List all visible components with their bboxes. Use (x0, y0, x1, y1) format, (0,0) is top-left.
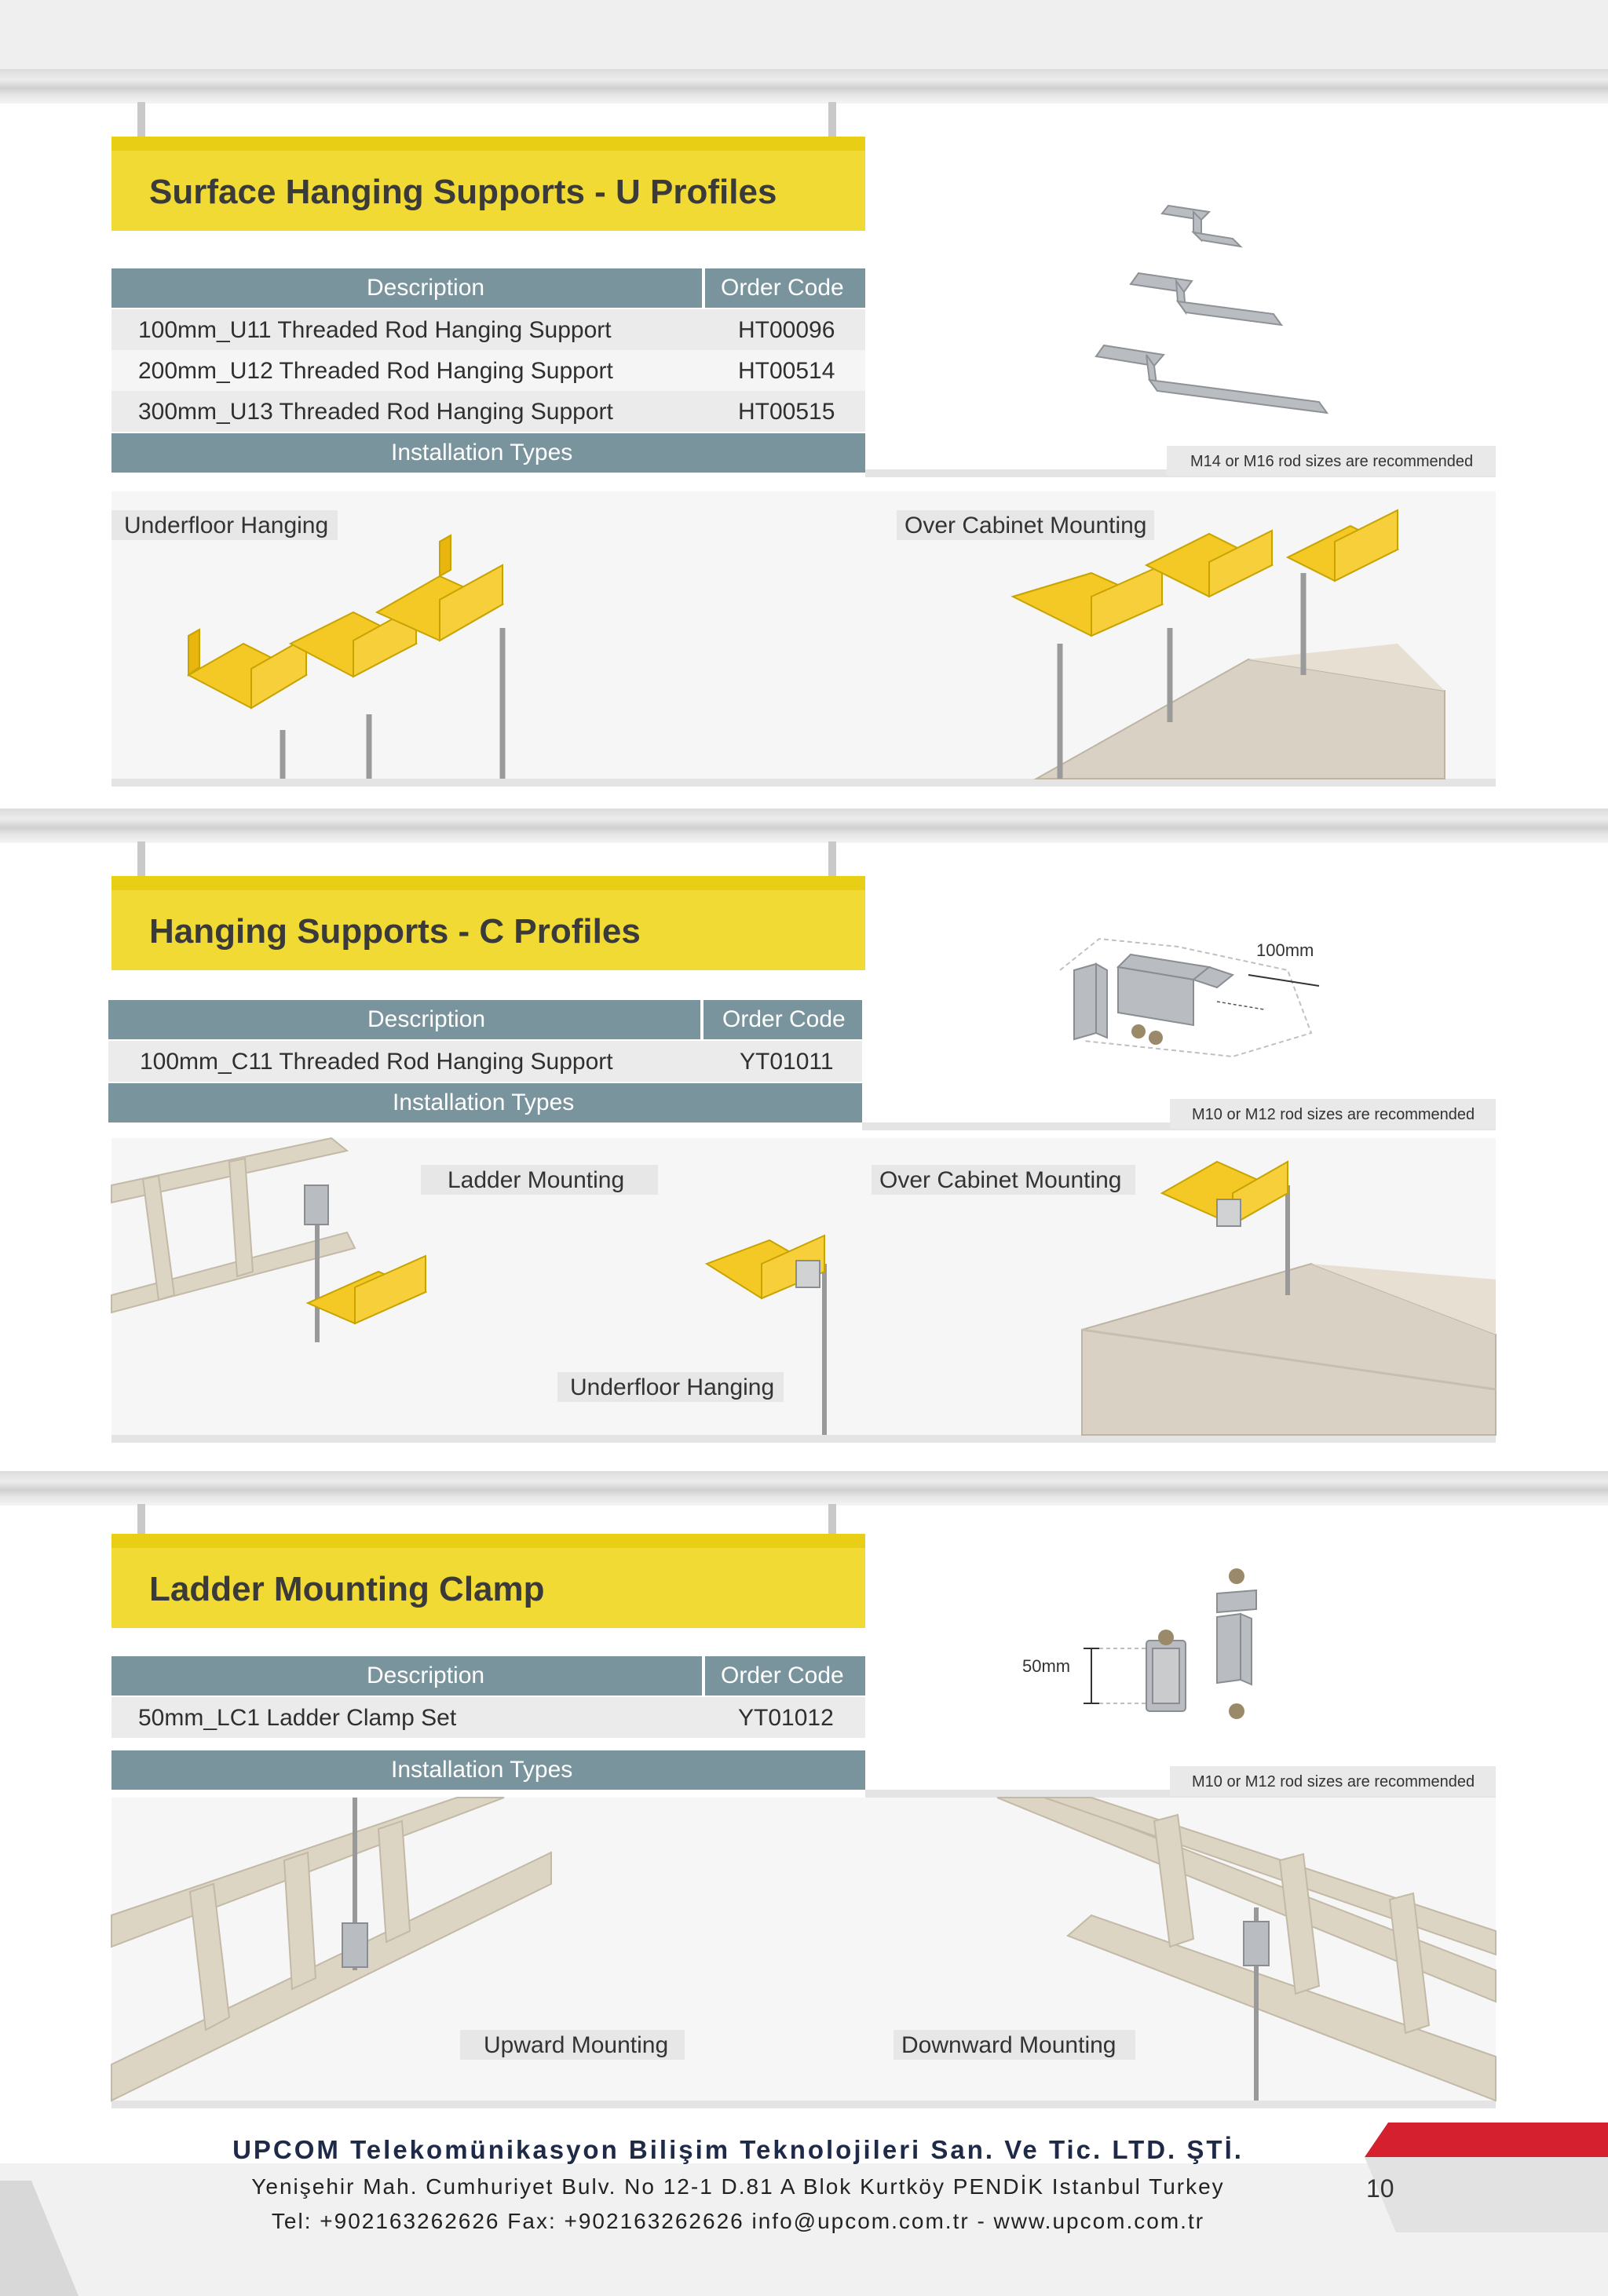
over-cabinet-mounting-illustration (1010, 509, 1445, 779)
over-cabinet-mounting-illustration (1081, 1160, 1497, 1436)
section-title-band: Hanging Supports - C Profiles (111, 876, 865, 970)
table-row: 100mm_C11 Threaded Rod Hanging Support Y… (108, 1041, 862, 1082)
label-underfloor-hanging: Underfloor Hanging (557, 1372, 784, 1402)
ladder-clamp-set-illustration (1084, 1568, 1257, 1719)
header-divider (702, 1656, 705, 1696)
top-band (0, 0, 1608, 71)
section-title: Surface Hanging Supports - U Profiles (149, 173, 777, 211)
dimension-100mm: 100mm (1256, 940, 1314, 960)
footer-background (0, 2163, 1608, 2296)
row-order-code: HT00515 (738, 399, 835, 425)
row-order-code: YT01012 (738, 1705, 834, 1731)
page-number: 10 (1366, 2174, 1394, 2203)
panel-bottom-bar (111, 779, 1496, 787)
label-over-cabinet-mounting: Over Cabinet Mounting (872, 1165, 1135, 1195)
company-contact: Tel: +902163262626 Fax: +902163262626 in… (271, 2209, 1205, 2233)
post (828, 102, 836, 138)
rail-3 (0, 1471, 1608, 1506)
table-row: 100mm_U11 Threaded Rod Hanging Support H… (111, 309, 865, 350)
underfloor-hanging-illustration (704, 1234, 827, 1435)
footer-decoration-right (1365, 2123, 1608, 2232)
table-row: 200mm_U12 Threaded Rod Hanging Support H… (111, 350, 865, 391)
underfloor-hanging-illustration (186, 534, 506, 779)
dimension-50mm: 50mm (1022, 1656, 1071, 1676)
row-description: 100mm_U11 Threaded Rod Hanging Support (138, 317, 612, 343)
section-title-band: Surface Hanging Supports - U Profiles (111, 137, 865, 231)
table-row: 50mm_LC1 Ladder Clamp Set YT01012 (111, 1697, 865, 1738)
table-header: Description Order Code (108, 1000, 862, 1039)
u-profile-supports-illustration (1095, 204, 1329, 414)
post (828, 1504, 836, 1540)
header-description: Description (367, 1006, 486, 1032)
rod-size-note: M10 or M12 rod sizes are recommended (1170, 1766, 1496, 1796)
rod-size-note: M10 or M12 rod sizes are recommended (1170, 1099, 1496, 1129)
panel-bottom-bar (111, 1435, 1496, 1443)
company-name: UPCOM Telekomünikasyon Bilişim Teknoloji… (232, 2135, 1244, 2164)
ladder-mounting-illustration (111, 1137, 428, 1342)
label-downward-mounting: Downward Mounting (894, 2030, 1135, 2060)
section-title: Hanging Supports - C Profiles (149, 912, 641, 951)
footer-decoration-left (0, 2181, 79, 2296)
section-title: Ladder Mounting Clamp (149, 1570, 545, 1608)
label-ladder-mounting: Ladder Mounting (421, 1165, 658, 1195)
row-order-code: HT00096 (738, 317, 835, 343)
section-title-band: Ladder Mounting Clamp (111, 1534, 865, 1628)
post (828, 841, 836, 878)
row-order-code: HT00514 (738, 358, 835, 384)
table-header: Description Order Code (111, 1656, 865, 1696)
header-divider (700, 1000, 704, 1039)
row-order-code: YT01011 (740, 1049, 834, 1075)
post (137, 102, 145, 138)
upward-mounting-illustration (111, 1797, 552, 2102)
header-order-code: Order Code (722, 1006, 846, 1032)
label-underfloor-hanging: Underfloor Hanging (111, 510, 338, 540)
label-upward-mounting: Upward Mounting (460, 2030, 685, 2060)
post (137, 1504, 145, 1540)
installation-types-label: Installation Types (391, 440, 573, 465)
c-profile-support-illustration (1059, 937, 1320, 1058)
header-order-code: Order Code (721, 275, 844, 301)
table-header: Description Order Code (111, 268, 865, 308)
installation-types-bar: Installation Types (108, 1083, 862, 1122)
company-address: Yenişehir Mah. Cumhuriyet Bulv. No 12-1 … (251, 2174, 1225, 2199)
installation-types-label: Installation Types (391, 1757, 573, 1783)
rod-size-note: M14 or M16 rod sizes are recommended (1167, 446, 1496, 476)
row-description: 300mm_U13 Threaded Rod Hanging Support (138, 399, 613, 425)
row-description: 50mm_LC1 Ladder Clamp Set (138, 1705, 457, 1731)
post (137, 841, 145, 878)
table-row: 300mm_U13 Threaded Rod Hanging Support H… (111, 391, 865, 432)
row-description: 200mm_U12 Threaded Rod Hanging Support (138, 358, 613, 384)
label-over-cabinet-mounting: Over Cabinet Mounting (897, 510, 1154, 540)
header-order-code: Order Code (721, 1663, 844, 1688)
row-description: 100mm_C11 Threaded Rod Hanging Support (140, 1049, 613, 1075)
panel-bottom-bar (111, 2101, 1496, 2108)
rail-2 (0, 809, 1608, 843)
installation-types-bar: Installation Types (111, 1750, 865, 1790)
header-description: Description (367, 275, 485, 301)
header-divider (702, 268, 705, 308)
installation-types-label: Installation Types (393, 1090, 575, 1115)
header-description: Description (367, 1663, 485, 1688)
downward-mounting-illustration (996, 1797, 1497, 2102)
rail-1 (0, 69, 1608, 104)
installation-types-bar: Installation Types (111, 433, 865, 473)
